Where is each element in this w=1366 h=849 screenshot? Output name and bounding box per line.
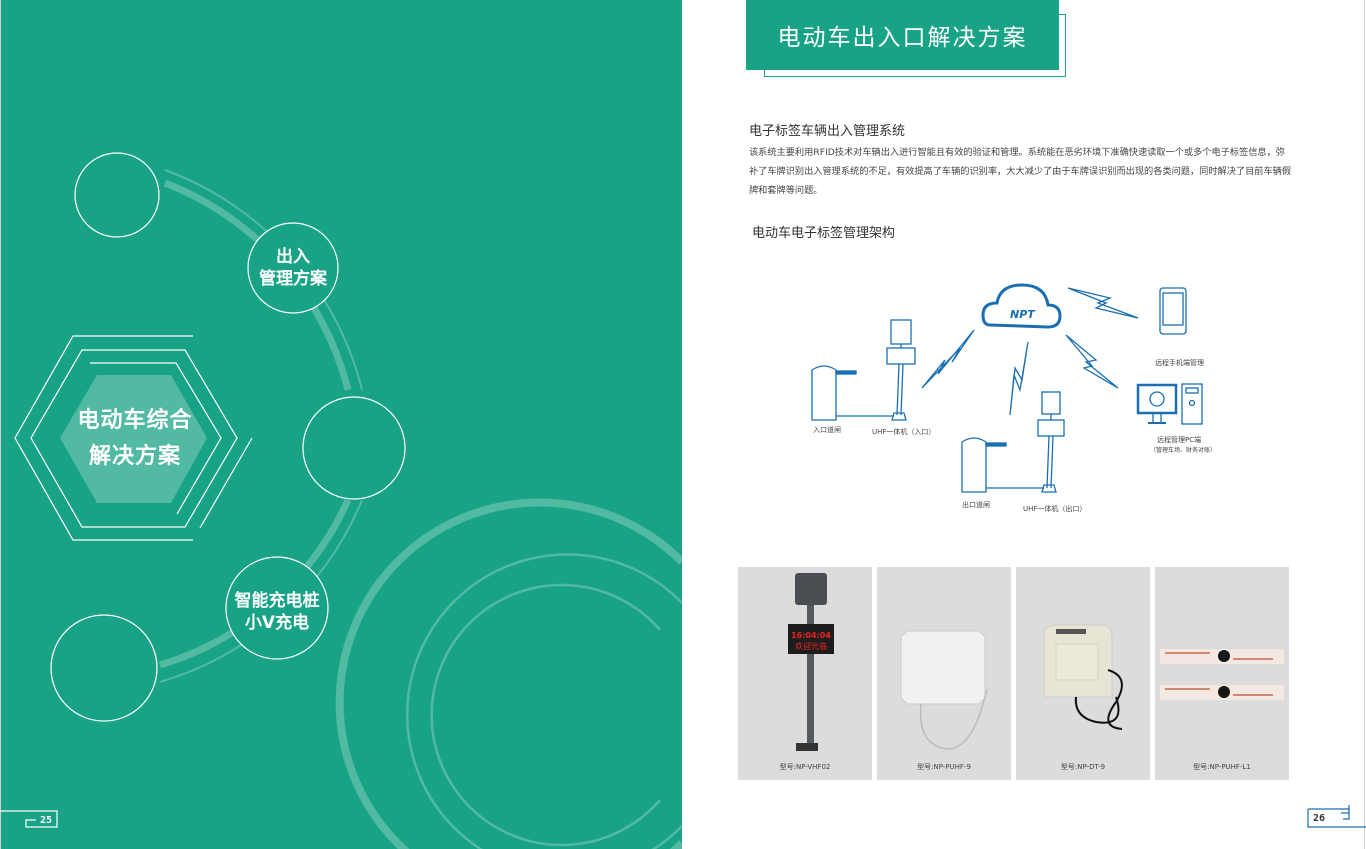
uhf-pole-image: 16:04:04 欢迎光临: [788, 573, 834, 751]
svg-text:欢迎光临: 欢迎光临: [795, 641, 827, 651]
circle-charging: [225, 556, 329, 660]
page-edge: [1364, 0, 1365, 849]
label-exit-uhf: UHF一体机（出口）: [1023, 505, 1087, 513]
circle-middle: [302, 396, 406, 500]
label-entry-uhf: UHF一体机（入口）: [872, 428, 936, 436]
architecture-diagram: NPT: [811, 283, 1203, 493]
decorative-arcs: [0, 152, 682, 849]
circle-access: [247, 222, 339, 314]
desktop-reader-image: [1043, 624, 1123, 730]
rfid-tag-image: [1160, 649, 1284, 700]
cloud-icon: [981, 283, 1062, 329]
page-number-frame: [1307, 805, 1366, 828]
phone-icon: [1159, 287, 1187, 335]
product-card: 型号:NP-PUHF-L1: [1155, 567, 1289, 780]
product-model: 型号:NP-PUHF-L1: [1193, 763, 1251, 771]
circle-bottom: [50, 614, 158, 722]
page-number-right: 26: [1313, 813, 1326, 824]
section-title: 电子标签车辆出入管理系统: [749, 124, 906, 139]
description-paragraph: 该系统主要利用RFID技术对车辆出入进行智能且有效的验证和管理。系统能在恶劣环境…: [749, 147, 1292, 196]
label-line2: 小V充电: [244, 613, 310, 634]
left-page: 电动车综合 解决方案 出入 管理方案 智能充电桩 小V充电 25: [0, 0, 682, 849]
label-entry-gate: 入口道闸: [813, 426, 841, 434]
uhf-antenna-image: [900, 630, 988, 750]
label-pc-management: 远程管理PC端: [1157, 436, 1202, 444]
product-model: 型号:NP-DT-9: [1060, 763, 1106, 771]
circle-label-access: 出入 管理方案: [248, 246, 338, 290]
product-card: 16:04:04 欢迎光临 型号:NP-VHF02: [738, 567, 872, 780]
architecture-title: 电动车电子标签管理架构: [752, 226, 896, 241]
header-title: 电动车出入口解决方案: [746, 0, 1059, 70]
label-line1: 智能充电桩: [234, 591, 320, 611]
circle-label-charging: 智能充电桩 小V充电: [224, 590, 330, 634]
product-card: 型号:NP-PUHF-9: [877, 567, 1011, 780]
npt-logo: NPT: [1010, 308, 1036, 321]
pc-icon: [1136, 383, 1178, 415]
hexagon-title-line2: 解决方案: [88, 444, 181, 469]
label-line1: 出入: [276, 247, 310, 267]
svg-text:16:04:04: 16:04:04: [791, 631, 831, 640]
label-line2: 管理方案: [259, 269, 327, 290]
label-mobile-management: 远程手机端管理: [1155, 359, 1204, 367]
page-edge: [0, 0, 1, 849]
product-model: 型号:NP-PUHF-9: [917, 763, 971, 771]
center-hexagon-title: 电动车综合 解决方案: [60, 403, 210, 475]
product-model: 型号:NP-VHF02: [779, 763, 831, 771]
hexagon-title-line1: 电动车综合: [77, 408, 193, 433]
label-exit-gate: 出口道闸: [962, 501, 990, 509]
circle-top: [74, 152, 160, 238]
product-card: 型号:NP-DT-9: [1016, 567, 1150, 780]
label-pc-note: （管理车场、财务对账）: [1150, 447, 1217, 454]
page-number-left: 25: [40, 815, 53, 826]
